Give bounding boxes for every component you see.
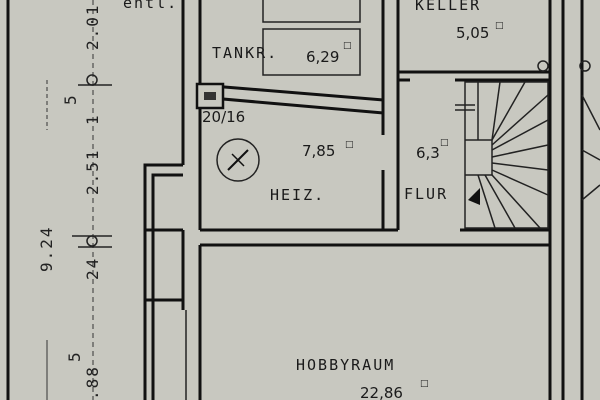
tank [262, 28, 361, 76]
area-unit-symbol: □ [343, 41, 352, 51]
dimension-2-01: 2.01 [83, 3, 102, 50]
dimension-1-15: 1 [83, 113, 102, 125]
area-unit-symbol: □ [420, 379, 429, 389]
boiler-icon [216, 138, 260, 182]
dimension-9-24: 9.24 [37, 225, 56, 272]
room-area-tankraum: 6,29 [306, 48, 339, 66]
dimension-885: .88 [83, 365, 102, 400]
room-area-flur: 6,3 [416, 144, 440, 162]
tank [262, 0, 361, 23]
dimension-24: 24 [83, 257, 102, 280]
room-area-heizung: 7,85 [302, 142, 335, 160]
room-name-flur: FLUR [404, 185, 448, 203]
area-unit-symbol: □ [345, 140, 354, 150]
room-name-keller: KELLER [415, 0, 481, 14]
room-name-heizung: HEIZ. [270, 186, 325, 204]
partial-label-top: entl. [123, 0, 178, 12]
room-area-hobbyraum: 22,86 [360, 384, 403, 400]
neighbour-staircase [581, 94, 600, 201]
room-name-hobbyraum: HOBBYRAUM [296, 356, 395, 374]
area-unit-symbol: □ [440, 138, 449, 148]
staircase-icon [455, 81, 549, 229]
dimension-1-15-sup: 5 [61, 93, 80, 105]
chimney-label: 20/16 [202, 108, 245, 126]
room-area-keller: 5,05 [456, 24, 489, 42]
area-unit-symbol: □ [495, 21, 504, 31]
dimension-2-51: 2.51 [83, 148, 102, 195]
dimension-chain [46, 0, 112, 400]
room-name-tankraum: TANKR. [212, 44, 278, 62]
walls [143, 0, 591, 400]
dimension-885-sup: 5 [65, 350, 84, 362]
